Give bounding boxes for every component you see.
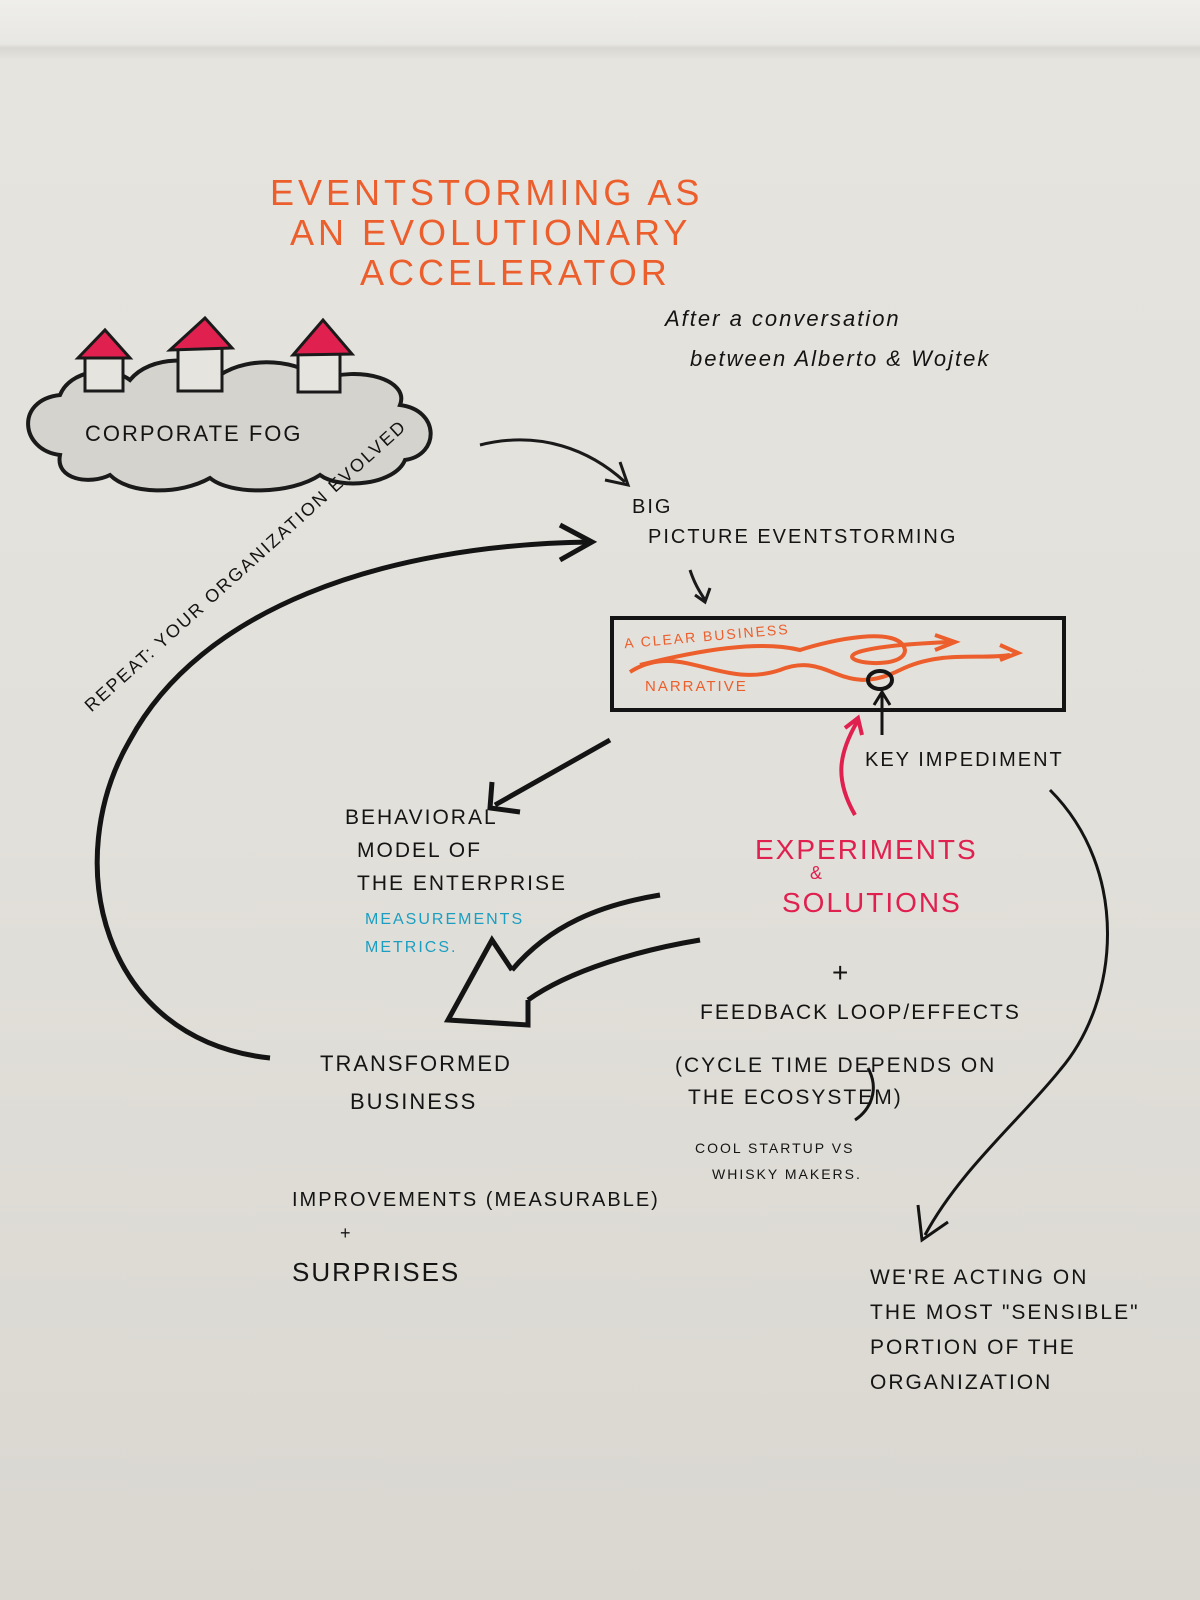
narrative-line-2: NARRATIVE [645,678,748,695]
acting-line-4: ORGANIZATION [870,1371,1053,1394]
experiments-line-1: EXPERIMENTS [755,834,978,865]
startup-line-1: COOL STARTUP vs [695,1140,855,1156]
improvements-line-3: SURPRISES [292,1257,461,1287]
cycle-time-line-2: THE ECOSYSTEM) [688,1086,903,1109]
house-icon [74,315,356,394]
experiments-line-3: SOLUTIONS [782,887,962,918]
measurements-line-1: MEASUREMENTS [365,911,525,928]
title-line-3: ACCELERATOR [360,252,671,293]
subtitle-line-1: After a conversation [665,306,901,331]
experiments-line-2: & [810,863,825,883]
cycle-time-line-1: (CYCLE TIME DEPENDS ON [675,1054,997,1077]
key-impediment-label: KEY IMPEDIMENT [865,749,1064,771]
cloud-label: CORPORATE FOG [85,421,303,446]
improvements-line-1: IMPROVEMENTS (MEASURABLE) [292,1189,660,1211]
repeat-loop-arrow [94,539,591,1061]
acting-line-3: PORTION OF THE [870,1336,1076,1359]
feedback-label: FEEDBACK LOOP/EFFECTS [700,1001,1021,1024]
big-picture-line-1: BIG [632,496,673,518]
improvements-line-2: + [340,1223,353,1243]
acting-line-1: WE'RE ACTING ON [870,1266,1089,1289]
measurements-line-2: METRICS. [365,939,458,956]
title-line-2: AN EVOLUTIONARY [290,212,692,253]
narrative-box [610,616,1066,712]
title-line-1: EVENTSTORMING AS [270,172,704,213]
transformed-line-2: BUSINESS [350,1089,478,1114]
startup-line-2: WHISKY MAKERS. [712,1166,862,1182]
behavioral-line-2: MODEL OF [357,839,482,862]
impediment-icon [866,669,894,691]
transformed-line-1: TRANSFORMED [320,1051,512,1076]
big-arrow-icon [443,892,701,1028]
behavioral-line-1: BEHAVIORAL [345,806,498,829]
arrow-icon [479,438,627,484]
big-picture-line-2: PICTURE EVENTSTORMING [648,526,958,548]
behavioral-line-3: THE ENTERPRISE [357,872,568,895]
plus-sign: + [832,957,851,988]
subtitle-line-2: between Alberto & Wojtek [690,346,991,371]
acting-line-2: THE MOST "SENSIBLE" [870,1301,1140,1324]
